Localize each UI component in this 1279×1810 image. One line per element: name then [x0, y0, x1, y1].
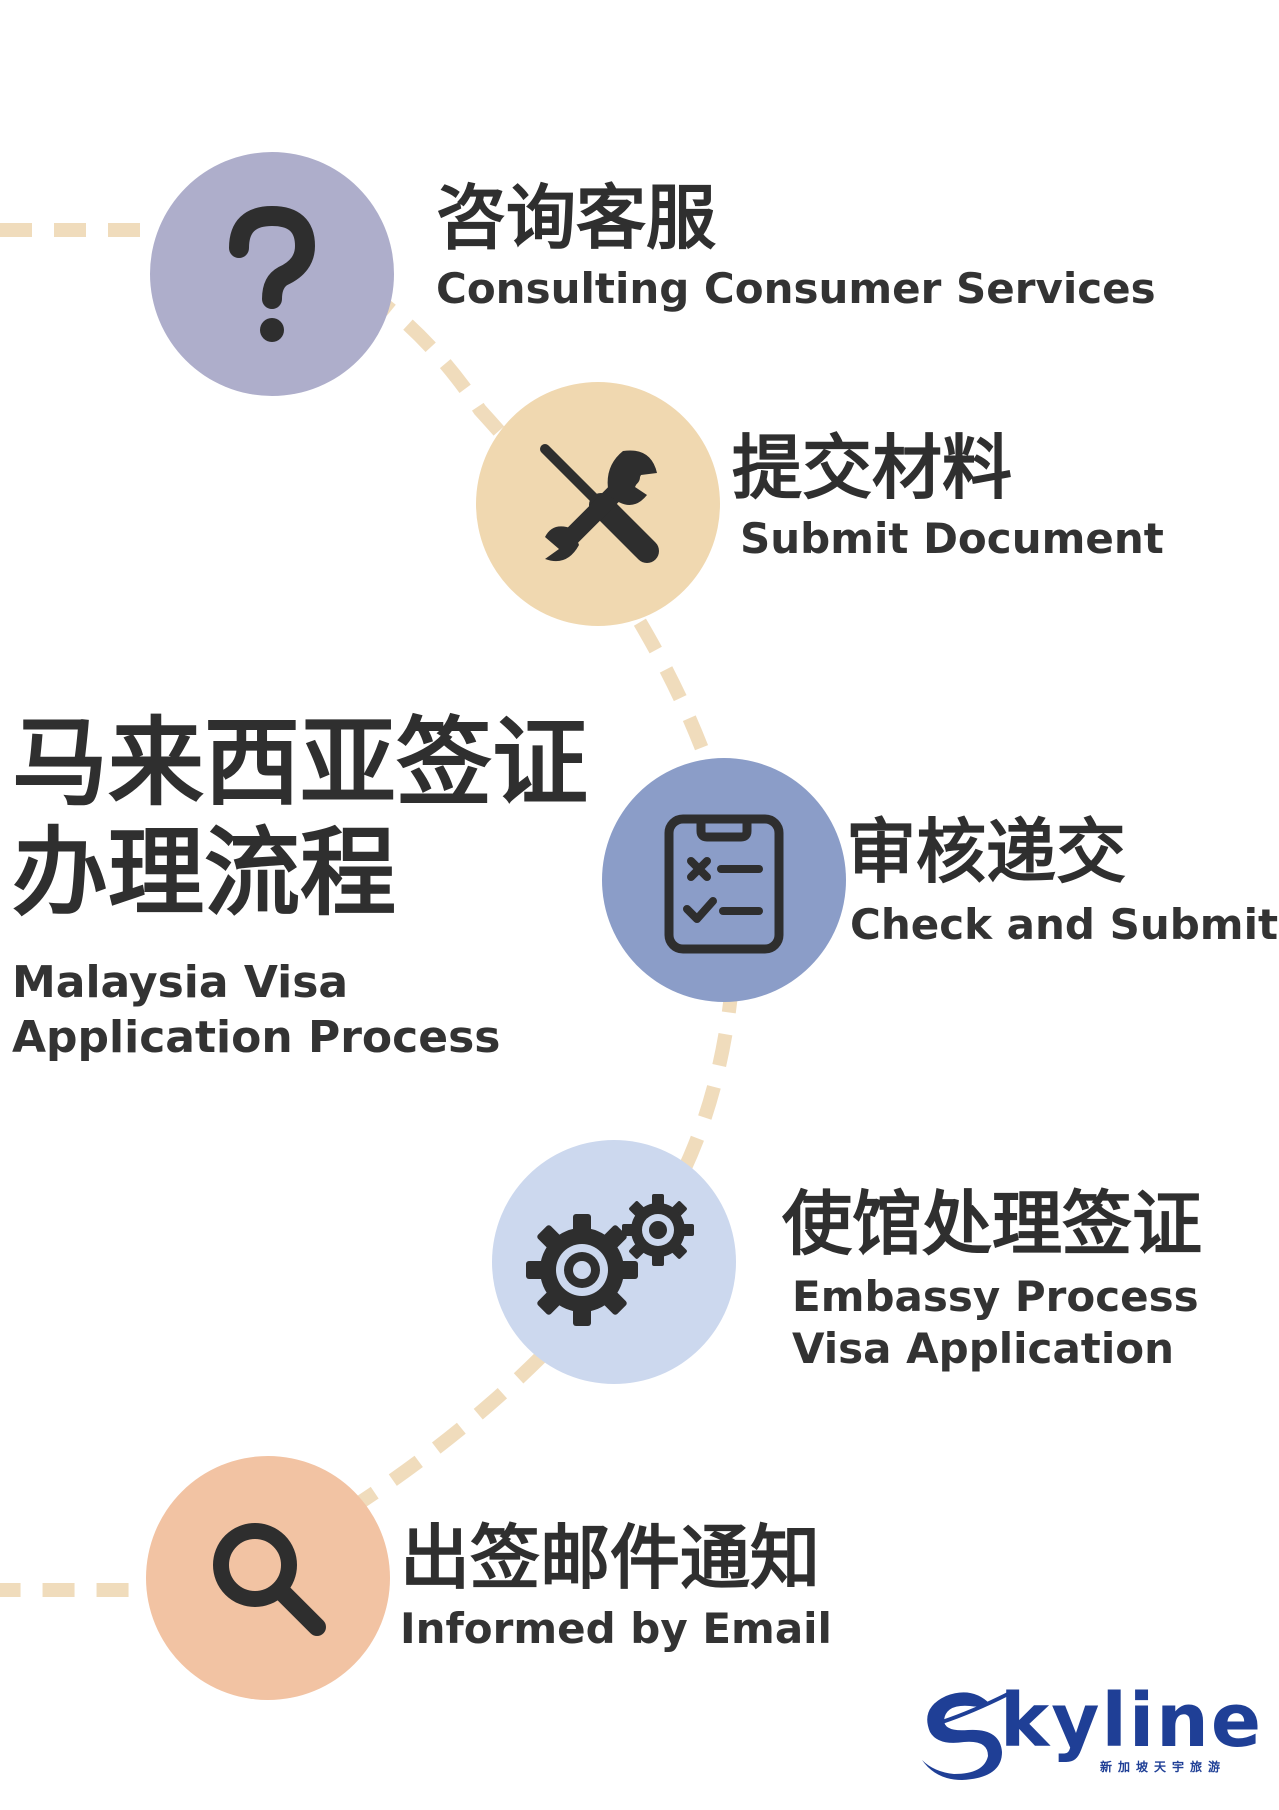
step-title-en: Consulting Consumer Services [436, 263, 1156, 313]
step-check-circle [602, 758, 846, 1002]
step-submit-circle [476, 382, 720, 626]
step-title-zh: 使馆处理签证 [782, 1183, 1202, 1265]
step-title-zh: 出签邮件通知 [400, 1517, 820, 1599]
step-title-en-line2: Visa Application [792, 1324, 1175, 1373]
gears-icon [526, 1194, 694, 1326]
main-title: 马来西亚签证 办理流程 Malaysia Visa Application Pr… [12, 708, 588, 1065]
title-zh-line1: 马来西亚签证 [12, 707, 588, 819]
step-title-en: Submit Document [740, 513, 1164, 563]
step-consult-circle [150, 152, 394, 396]
step-consult: 咨询客服 Consulting Consumer Services [436, 178, 1156, 315]
title-en-line1: Malaysia Visa [12, 956, 349, 1008]
magnifier-icon [213, 1523, 326, 1636]
step-title-zh: 咨询客服 [436, 177, 716, 259]
step-submit: 提交材料 Submit Document [732, 428, 1164, 565]
step-title-zh: 提交材料 [732, 427, 1012, 509]
step-email-circle [146, 1456, 390, 1700]
logo-s-swirl-icon [922, 1692, 1009, 1780]
logo-wordmark: kyline [1000, 1678, 1264, 1764]
skyline-logo: kyline 新加坡天宇旅游 [912, 1678, 1261, 1782]
step-email: 出签邮件通知 Informed by Email [400, 1518, 832, 1655]
tools-icon [540, 444, 659, 563]
step-title-en: Informed by Email [400, 1603, 832, 1653]
step-embassy-circle [492, 1140, 736, 1384]
question-mark-icon [229, 205, 316, 342]
clipboard-checklist-icon [664, 814, 784, 954]
step-embassy: 使馆处理签证 Embassy Process Visa Application [782, 1184, 1202, 1376]
step-check: 审核递交 Check and Submit [846, 812, 1278, 951]
title-zh-line2: 办理流程 [12, 817, 396, 930]
step-title-en: Embassy Process [792, 1271, 1199, 1321]
logo-subtitle: 新加坡天宇旅游 [1100, 1760, 1227, 1774]
step-title-en: Check and Submit [850, 899, 1279, 949]
step-title-zh: 审核递交 [846, 811, 1126, 893]
title-en-line2: Application Process [12, 1011, 501, 1063]
